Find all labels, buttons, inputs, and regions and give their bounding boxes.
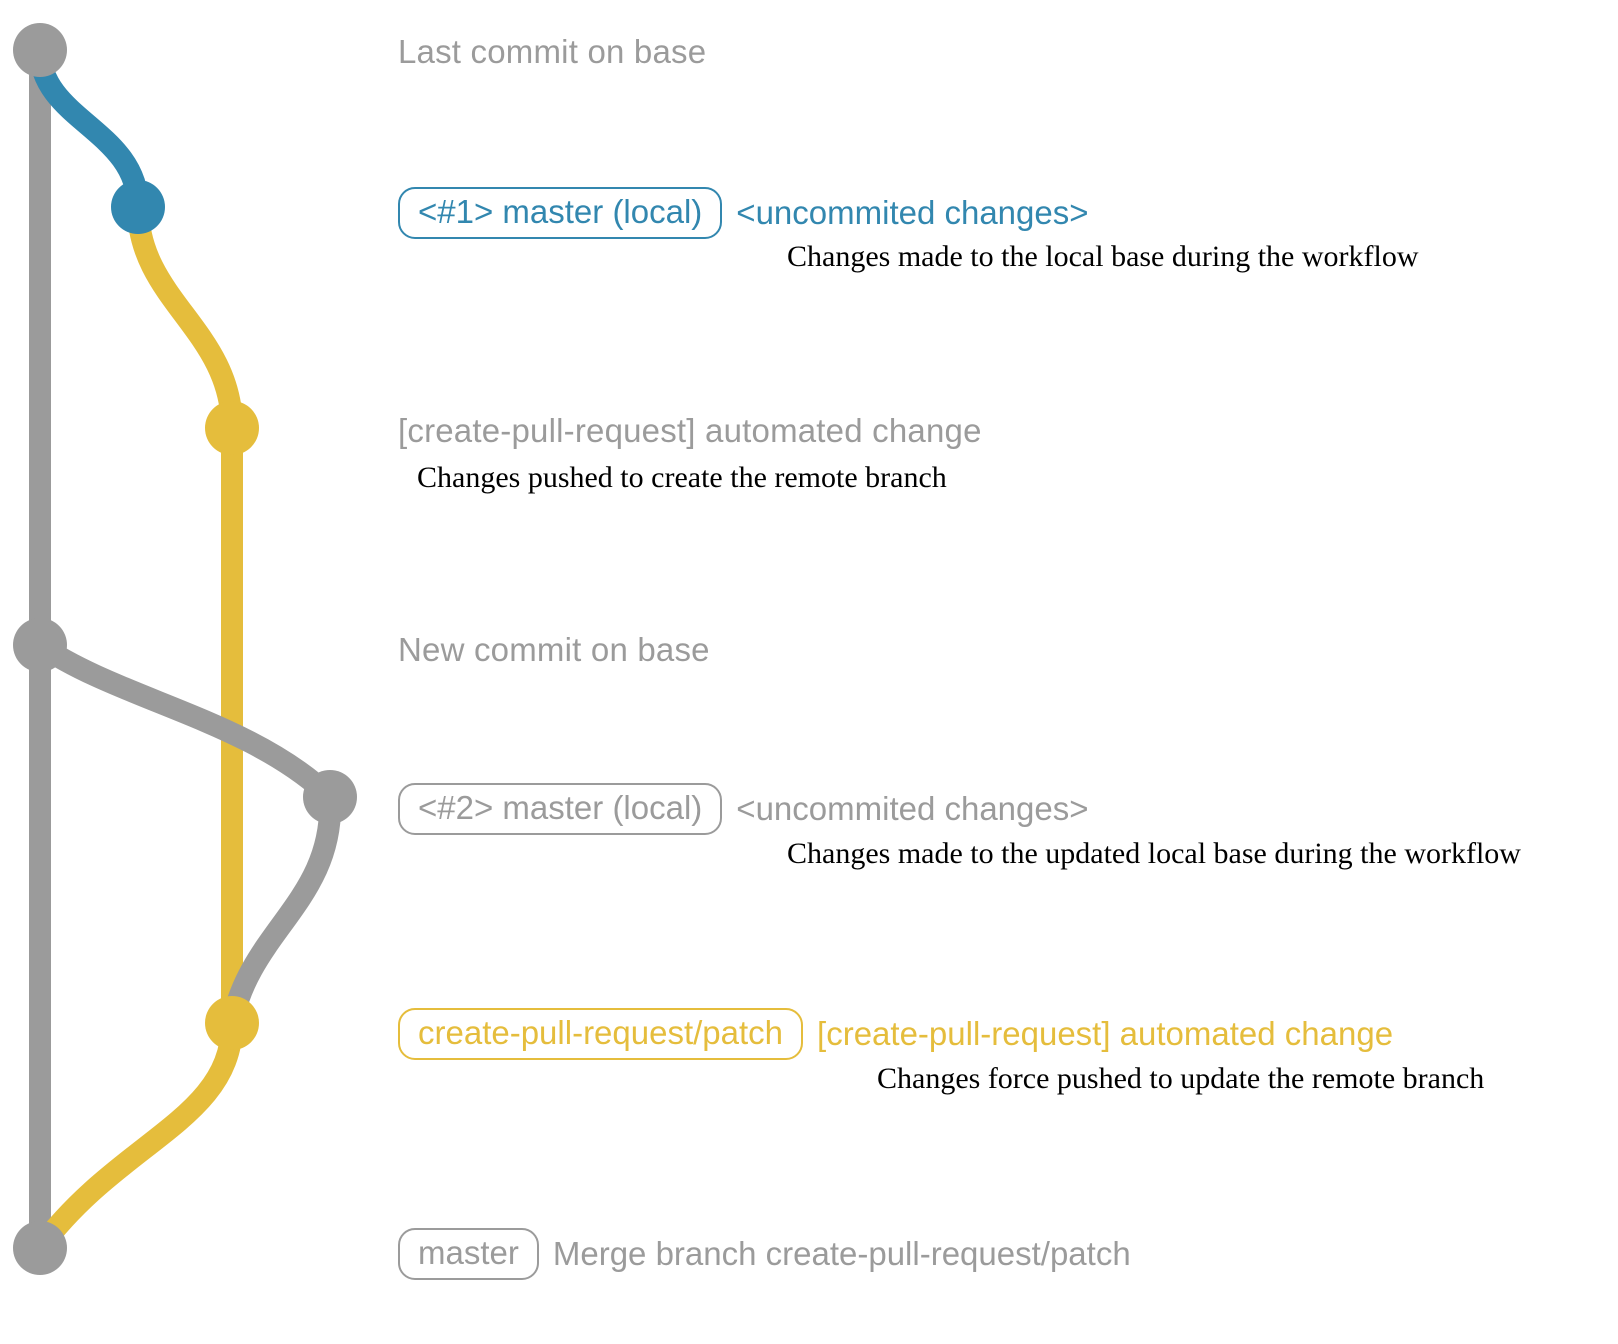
node-last-commit-on-base bbox=[13, 23, 67, 77]
commit-annotation-master-local-1: Changes made to the local base during th… bbox=[787, 240, 1419, 273]
commit-row-master-local-2: <#2> master (local) <uncommited changes> bbox=[398, 783, 1089, 835]
commit-annotation-automated-change-1: Changes pushed to create the remote bran… bbox=[417, 461, 947, 494]
commit-subject-merge: Merge branch create-pull-request/patch bbox=[552, 1235, 1131, 1272]
node-automated-change-2 bbox=[205, 996, 259, 1050]
node-master-local-1 bbox=[111, 180, 165, 234]
branch-badge-master[interactable]: master bbox=[398, 1228, 539, 1280]
branch-badge-create-pull-request-patch[interactable]: create-pull-request/patch bbox=[398, 1008, 804, 1060]
commit-subject-new-commit: New commit on base bbox=[398, 631, 710, 668]
commit-annotation-master-local-2: Changes made to the updated local base d… bbox=[787, 837, 1521, 870]
commit-row-automated-change-2: create-pull-request/patch [create-pull-r… bbox=[398, 1008, 1393, 1060]
commit-subject-master-local-1: <uncommited changes> bbox=[736, 194, 1089, 231]
branch-badge-master-local-1[interactable]: <#1> master (local) bbox=[398, 187, 723, 239]
commit-row-master-local-1: <#1> master (local) <uncommited changes> bbox=[398, 187, 1089, 239]
node-automated-change-1 bbox=[205, 401, 259, 455]
commit-subject-automated-change-1: [create-pull-request] automated change bbox=[398, 412, 982, 449]
commit-subject-last-commit: Last commit on base bbox=[398, 33, 707, 70]
node-master-local-2 bbox=[303, 770, 357, 824]
commit-annotation-automated-change-2: Changes force pushed to update the remot… bbox=[877, 1062, 1485, 1095]
commit-subject-master-local-2: <uncommited changes> bbox=[736, 790, 1089, 827]
commit-row-merge: master Merge branch create-pull-request/… bbox=[398, 1228, 1131, 1280]
node-new-commit-on-base bbox=[13, 618, 67, 672]
node-merge-commit bbox=[13, 1221, 67, 1275]
branch-badge-master-local-2[interactable]: <#2> master (local) bbox=[398, 783, 723, 835]
commit-subject-automated-change-2: [create-pull-request] automated change bbox=[817, 1015, 1394, 1052]
